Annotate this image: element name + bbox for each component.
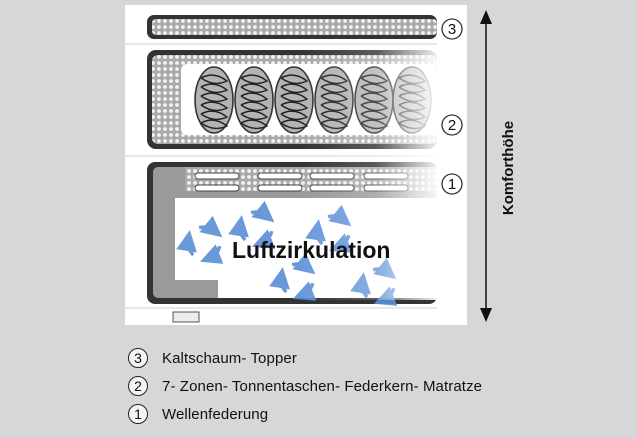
legend-text: 7- Zonen- Tonnentaschen- Federkern- Matr…	[162, 377, 483, 395]
legend: 3 Kaltschaum- Topper 2 7- Zonen- Tonnent…	[128, 345, 608, 429]
base-foot	[172, 311, 200, 323]
legend-number: 3	[128, 348, 148, 368]
topper-layer	[147, 15, 437, 39]
mattress-diagram: Luftzirkulation 3 2 1 Komforthöhe	[125, 5, 517, 325]
spring-coil	[194, 66, 234, 134]
legend-number: 2	[128, 376, 148, 396]
legend-text: Wellenfederung	[162, 405, 269, 423]
slat	[194, 184, 240, 192]
slat	[257, 184, 303, 192]
layer-number-3: 3	[441, 18, 463, 40]
slat	[194, 172, 240, 180]
legend-text: Kaltschaum- Topper	[162, 349, 297, 367]
air-circulation-label: Luftzirkulation	[232, 237, 390, 263]
slat	[257, 172, 303, 180]
layer-number-2: 2	[441, 114, 463, 136]
legend-item: 1 Wellenfederung	[128, 401, 608, 427]
legend-number: 1	[128, 404, 148, 424]
svg-text:3: 3	[448, 21, 456, 38]
comfort-height-label: Komforthöhe	[500, 121, 517, 215]
rotation-arrow-icon	[228, 200, 276, 249]
spring-coil	[234, 66, 274, 134]
layer-number-1: 1	[441, 173, 463, 195]
svg-text:1: 1	[448, 176, 456, 193]
rotation-arrow-icon	[176, 215, 224, 264]
legend-item: 3 Kaltschaum- Topper	[128, 345, 608, 371]
legend-item: 2 7- Zonen- Tonnentaschen- Federkern- Ma…	[128, 373, 608, 399]
comfort-height-axis: Komforthöhe	[480, 10, 517, 322]
svg-text:2: 2	[448, 117, 456, 134]
